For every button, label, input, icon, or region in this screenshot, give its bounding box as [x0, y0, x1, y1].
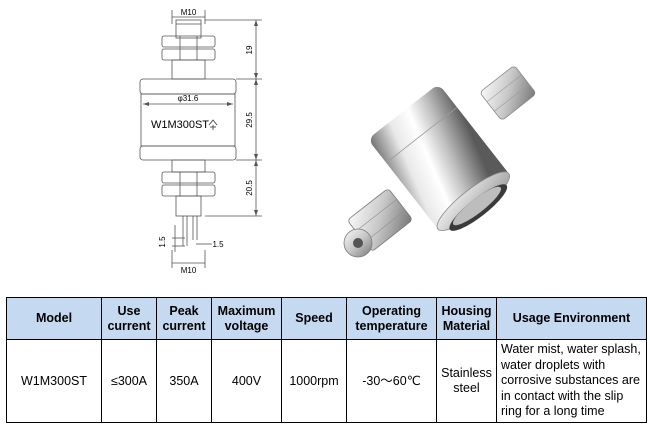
cell-model: W1M300ST	[6, 339, 102, 423]
table-header-row: Model Use current Peak current Maximum v…	[6, 297, 647, 340]
spec-table: Model Use current Peak current Maximum v…	[6, 297, 647, 423]
cell-max-voltage: 400V	[211, 339, 282, 423]
dim-pin-gap: 1.5	[212, 240, 224, 249]
cell-operating-temperature: -30～60℃	[346, 339, 437, 423]
header-housing-material: Housing Material	[436, 297, 497, 340]
dim-bottom-thread: M10	[181, 266, 197, 275]
header-peak-current: Peak current	[156, 297, 212, 340]
dim-upper-length: 19	[245, 45, 254, 54]
logo-icon	[208, 119, 218, 130]
cell-usage-environment: Water mist, water splash, water droplets…	[496, 339, 647, 423]
cell-speed: 1000rpm	[281, 339, 347, 423]
cell-housing-material: Stainless steel	[436, 339, 497, 423]
cell-peak-current: 350A	[156, 339, 212, 423]
dim-lower-length: 20.5	[245, 180, 254, 196]
dim-body-length: 29.5	[245, 112, 254, 128]
header-usage-environment: Usage Environment	[496, 297, 647, 340]
header-operating-temperature: Operating temperature	[346, 297, 437, 340]
header-use-current: Use current	[101, 297, 157, 340]
body-model-label: W1M300ST	[151, 119, 209, 131]
header-speed: Speed	[281, 297, 347, 340]
header-model: Model	[6, 297, 102, 340]
dim-pin-height: 1.5	[158, 236, 167, 248]
product-photo	[343, 66, 536, 258]
technical-drawing: M10 19 φ31.6 W1M300ST 29.5 20.5 1.5 1.5 …	[139, 8, 262, 275]
cell-use-current: ≤300A	[101, 339, 157, 423]
header-max-voltage: Maximum voltage	[211, 297, 282, 340]
dim-diameter: φ31.6	[178, 94, 199, 103]
table-row: W1M300ST ≤300A 350A 400V 1000rpm -30～60℃…	[6, 339, 647, 423]
dim-top-thread: M10	[181, 8, 197, 17]
